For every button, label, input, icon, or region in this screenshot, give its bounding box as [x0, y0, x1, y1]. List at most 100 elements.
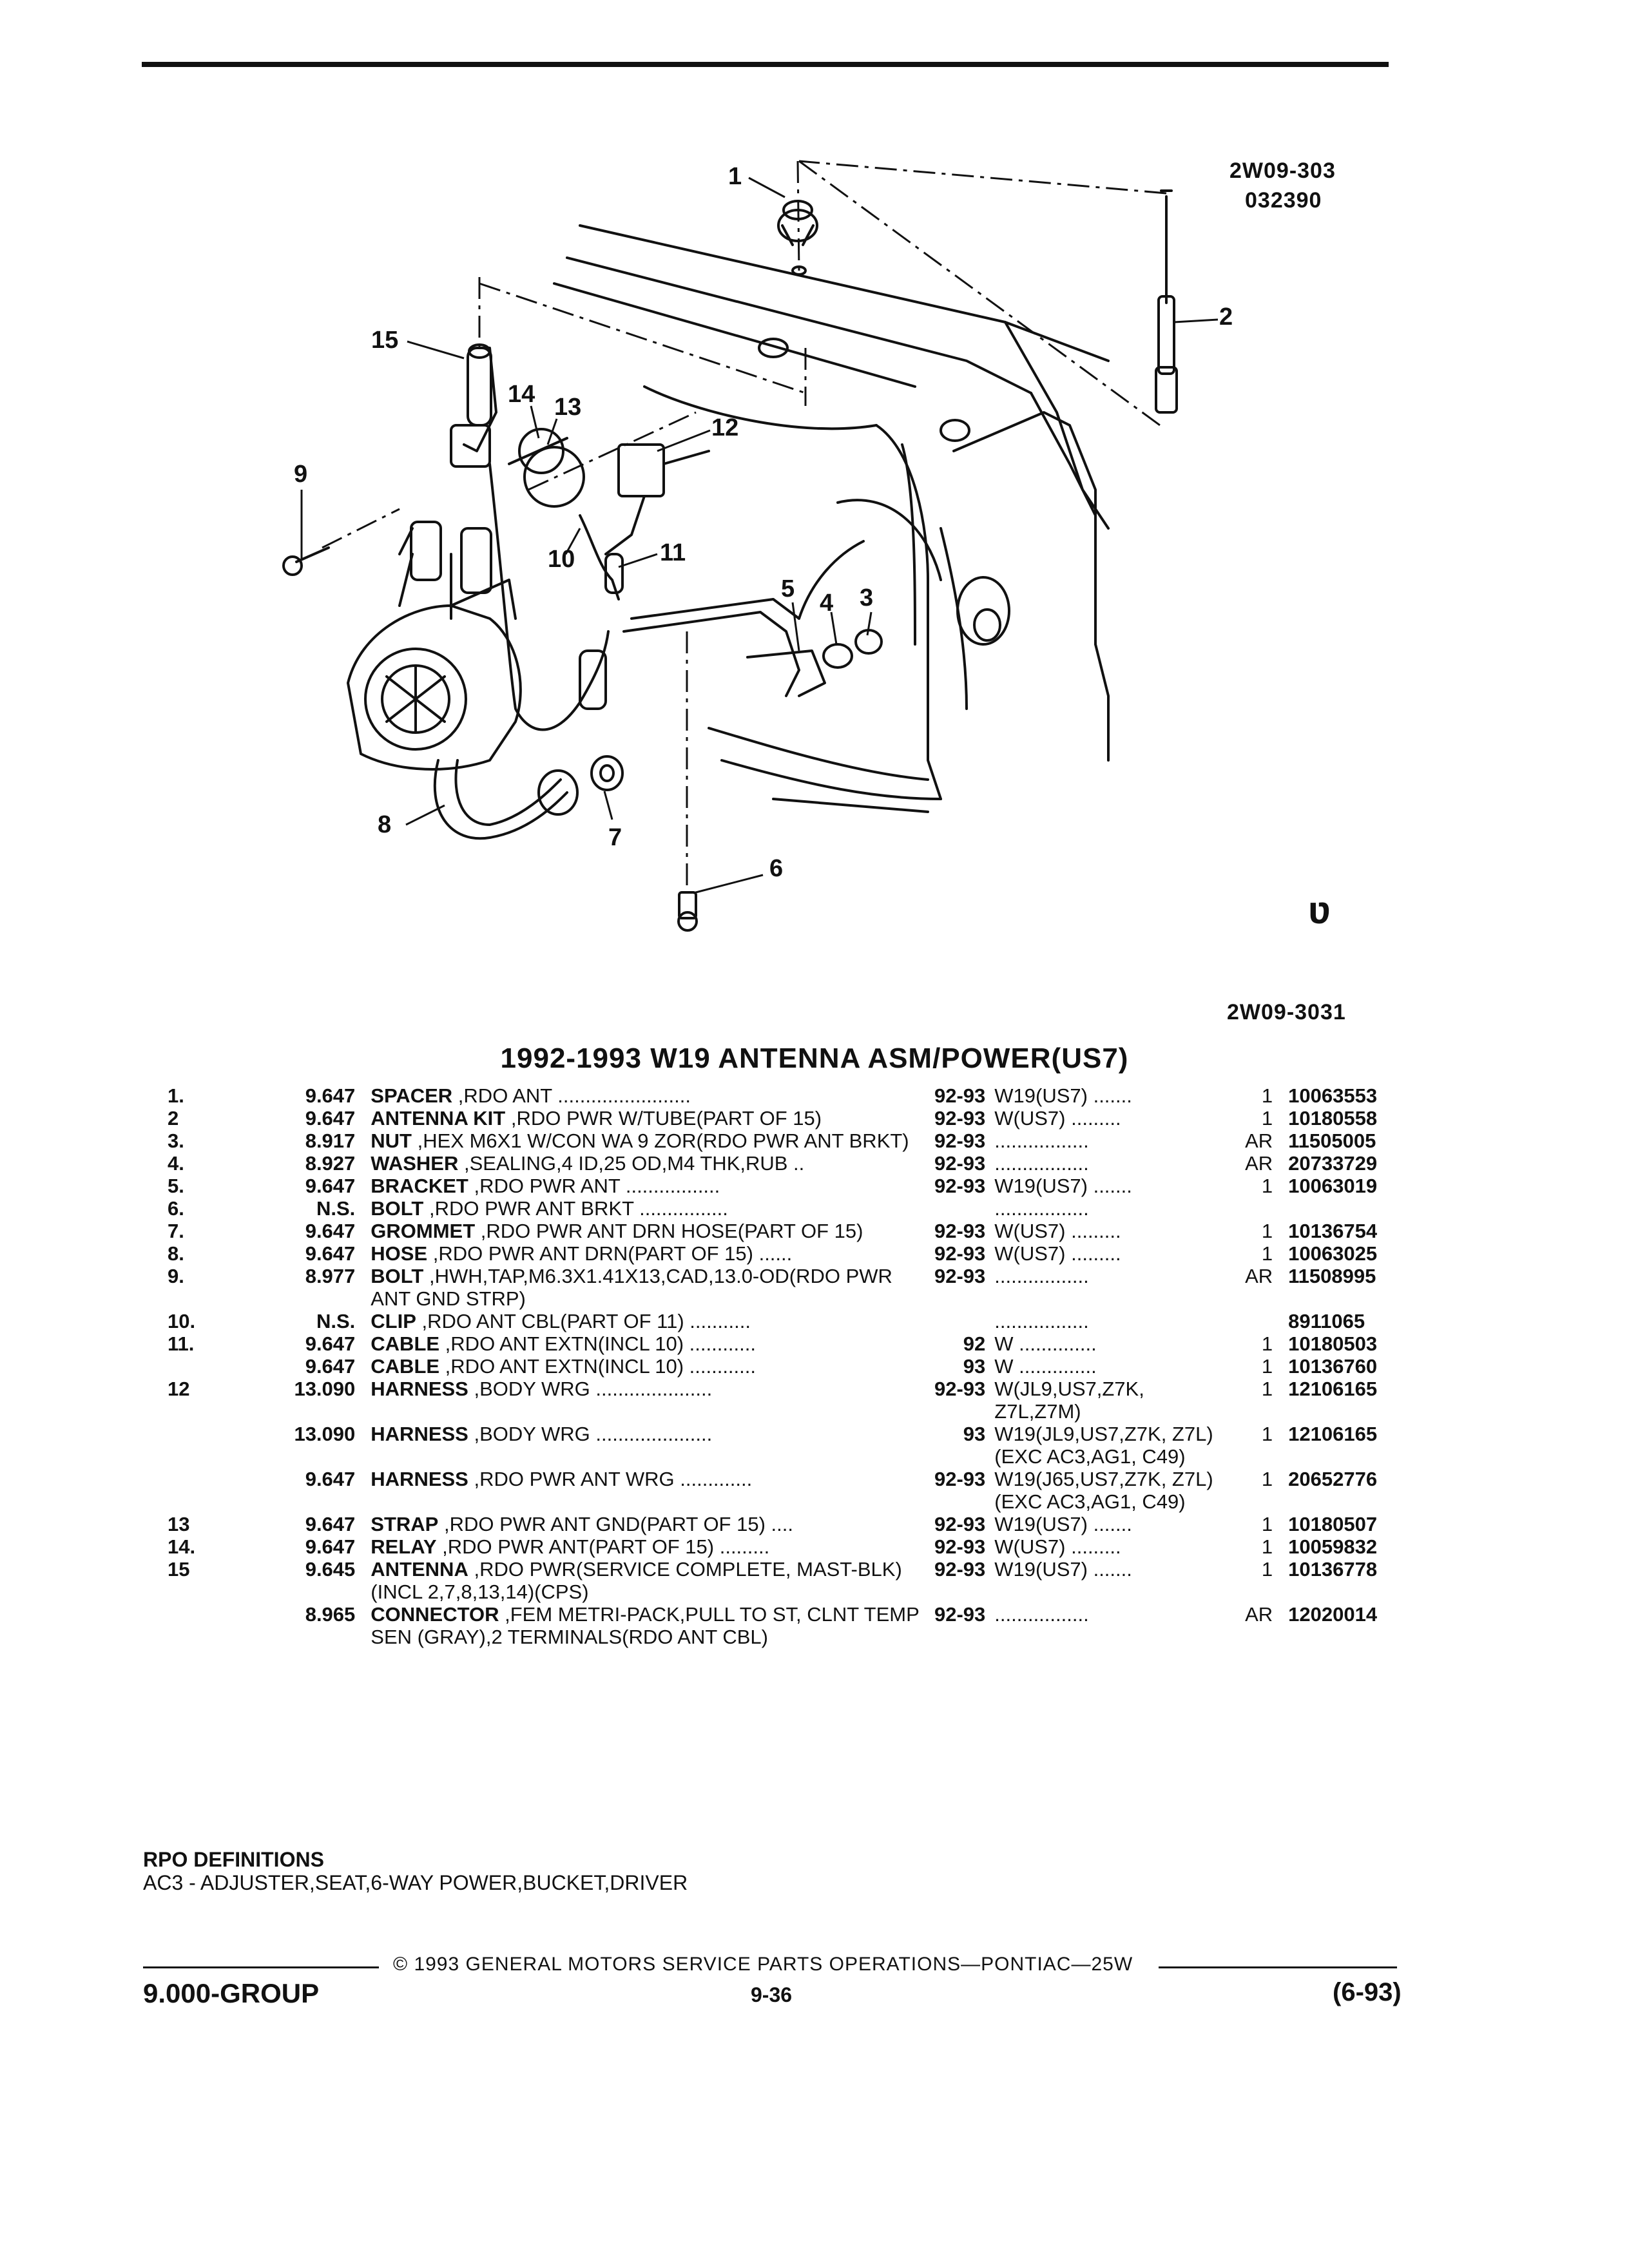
usage: W19(JL9,US7,Z7K, Z7L)(EXC AC3,AG1, C49)	[994, 1423, 1213, 1468]
usage: W(JL9,US7,Z7K, Z7L,Z7M)	[994, 1378, 1144, 1423]
ref-no: 8.	[168, 1242, 184, 1265]
ref-no	[168, 1423, 245, 1468]
part-spec: ,RDO PWR ANT BRKT ................	[423, 1197, 728, 1220]
description: ANTENNA KIT ,RDO PWR W/TUBE(PART OF 15)	[371, 1107, 921, 1129]
ref-no: 11.	[168, 1332, 195, 1355]
usage: W ..............	[994, 1355, 1097, 1378]
model-years: 92-93	[934, 1468, 986, 1490]
description: BOLT ,RDO PWR ANT BRKT ................	[371, 1197, 921, 1220]
group-no: 13.090	[294, 1378, 356, 1400]
ref-no: 6.	[168, 1197, 184, 1220]
group-no: 13.090	[294, 1423, 356, 1445]
footer-group: 9.000-GROUP	[143, 1978, 320, 2008]
callout-12: 12	[711, 414, 738, 441]
model-years: 92-93	[934, 1535, 986, 1558]
description: RELAY ,RDO PWR ANT(PART OF 15) .........	[371, 1535, 921, 1558]
callout-6: 6	[769, 855, 783, 882]
part-name: CLIP	[371, 1310, 416, 1332]
part-spec: ,RDO PWR ANT WRG .............	[468, 1468, 753, 1490]
footer-rule-left	[143, 1966, 379, 1968]
ref-no: 12	[168, 1378, 190, 1400]
part-spec: ,FEM METRI-PACK,PULL TO ST, CLNT TEMP SE…	[371, 1603, 920, 1648]
quantity: 1	[1261, 1355, 1273, 1378]
part-name: SPACER	[371, 1084, 453, 1107]
usage: W19(US7) .......	[994, 1175, 1132, 1197]
model-years: 92-93	[934, 1084, 986, 1107]
part-spec: ,HWH,TAP,M6.3X1.41X13,CAD,13.0-OD(RDO PW…	[371, 1265, 892, 1310]
part-spec: ,RDO PWR ANT .................	[468, 1175, 720, 1197]
group-no: 8.917	[305, 1129, 356, 1152]
callout-13: 13	[554, 394, 581, 421]
usage: W(US7) .........	[994, 1220, 1121, 1242]
part-spec: ,BODY WRG .....................	[468, 1423, 713, 1445]
part-spec: ,RDO PWR W/TUBE(PART OF 15)	[505, 1107, 822, 1129]
quantity: 1	[1261, 1220, 1273, 1242]
part-number: 10136754	[1288, 1220, 1378, 1242]
callout-2: 2	[1219, 303, 1233, 331]
description: CLIP ,RDO ANT CBL(PART OF 11) ..........…	[371, 1310, 921, 1332]
part-name: BOLT	[371, 1265, 424, 1287]
model-years	[921, 1310, 994, 1332]
quantity: 1	[1261, 1378, 1273, 1400]
usage: W ..............	[994, 1332, 1097, 1355]
description: SPACER ,RDO ANT ........................	[371, 1084, 921, 1107]
model-years: 92-93	[934, 1107, 986, 1129]
usage: W(US7) .........	[994, 1535, 1121, 1558]
callout-7: 7	[608, 824, 622, 851]
group-no: N.S.	[316, 1197, 356, 1220]
antenna-exploded-diagram: 1 2 3 4 5 6 7 8 9 10 11 12 13 14 15	[282, 160, 1233, 932]
group-no: 9.647	[305, 1220, 356, 1242]
group-no: 8.927	[305, 1152, 356, 1175]
model-years	[921, 1197, 994, 1220]
model-years: 92	[963, 1332, 986, 1355]
footer-date: (6-93)	[1333, 1978, 1402, 2006]
description: HARNESS ,BODY WRG .....................	[371, 1423, 921, 1468]
part-name: ANTENNA	[371, 1558, 468, 1581]
part-spec: ,RDO PWR ANT(PART OF 15) .........	[436, 1535, 770, 1558]
group-no: 9.647	[305, 1513, 356, 1535]
quantity: 1	[1261, 1084, 1273, 1107]
callout-1: 1	[728, 163, 742, 190]
usage: W19(US7) .......	[994, 1084, 1132, 1107]
quantity: 1	[1261, 1423, 1273, 1445]
part-spec: ,RDO PWR ANT DRN(PART OF 15) ......	[427, 1242, 793, 1265]
table-row: 13 9.647 STRAP ,RDO PWR ANT GND(PART OF 15…	[168, 1513, 1411, 1535]
table-row: 10.N.S.CLIP ,RDO ANT CBL(PART OF 11) ...…	[168, 1310, 1411, 1332]
ref-no: 13	[168, 1513, 190, 1535]
part-spec: ,RDO PWR ANT GND(PART OF 15) ....	[438, 1513, 793, 1535]
usage: .................	[994, 1152, 1089, 1175]
part-name: RELAY	[371, 1535, 437, 1558]
part-name: HARNESS	[371, 1423, 468, 1445]
ref-no: 15	[168, 1558, 190, 1581]
part-name: BRACKET	[371, 1175, 468, 1197]
ref-no: 7.	[168, 1220, 184, 1242]
part-number: 10063019	[1288, 1175, 1378, 1197]
part-name: BOLT	[371, 1197, 424, 1220]
model-years: 92-93	[934, 1265, 986, 1287]
quantity: 1	[1261, 1175, 1273, 1197]
description: STRAP ,RDO PWR ANT GND(PART OF 15) ....	[371, 1513, 921, 1535]
usage: .................	[994, 1197, 1089, 1220]
description: HARNESS ,BODY WRG .....................	[371, 1378, 921, 1423]
group-no: N.S.	[316, 1310, 356, 1332]
quantity: 1	[1261, 1107, 1273, 1129]
model-years: 92-93	[934, 1129, 986, 1152]
part-number: 10136760	[1288, 1355, 1378, 1378]
usage: W19(J65,US7,Z7K, Z7L)(EXC AC3,AG1, C49)	[994, 1468, 1213, 1513]
quantity: 1	[1261, 1332, 1273, 1355]
description: HARNESS ,RDO PWR ANT WRG .............	[371, 1468, 921, 1513]
part-number: 10059832	[1288, 1535, 1378, 1558]
model-years: 92-93	[934, 1513, 986, 1535]
part-number: 12106165	[1288, 1378, 1378, 1400]
publisher-mark-icon: ʋ	[1308, 889, 1331, 932]
part-number: 12020014	[1288, 1603, 1378, 1626]
group-no: 9.645	[305, 1558, 356, 1581]
callout-15: 15	[371, 327, 398, 354]
part-spec: ,RDO PWR ANT DRN HOSE(PART OF 15)	[475, 1220, 863, 1242]
